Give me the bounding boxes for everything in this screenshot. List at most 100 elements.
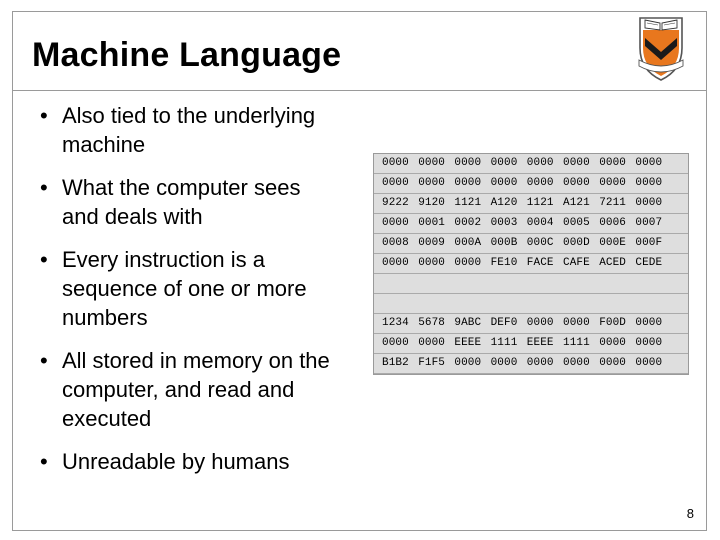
memory-word: 1121 [526,197,554,209]
memory-word: 0000 [418,257,445,269]
memory-word: 0000 [382,157,409,169]
memory-word: EEEE [526,337,554,349]
memory-word: 0000 [526,357,554,369]
memory-word: 0000 [526,177,554,189]
page-number: 8 [686,506,694,521]
memory-word: 000A [454,237,482,249]
slide-frame [12,11,707,531]
memory-word: 0000 [382,337,409,349]
memory-word: 0000 [418,337,445,349]
memory-word: 000C [526,237,554,249]
title-divider [12,90,707,91]
bullet-text: Every instruction is a sequence of one o… [62,247,307,330]
memory-word: 0000 [635,317,663,329]
memory-word: 0002 [454,217,482,229]
memory-word: 0006 [599,217,626,229]
memory-word: 0000 [454,257,482,269]
bullet-item: • Every instruction is a sequence of one… [40,245,340,332]
memory-row: 0000 0000 0000 0000 0000 0000 0000 0000 [374,154,688,174]
memory-word: 0000 [454,177,482,189]
memory-word: 0008 [382,237,409,249]
memory-word: 0000 [490,357,518,369]
memory-word: 0000 [599,177,626,189]
memory-row: 0000 0000 0000 0000 0000 0000 0000 0000 [374,174,688,194]
memory-word: 9222 [382,197,409,209]
memory-row: 1234 5678 9ABC DEF0 0000 0000 F00D 0000 [374,314,688,334]
memory-word: 0000 [563,157,590,169]
memory-row: 9222 9120 1121 A120 1121 A121 7211 0000 [374,194,688,214]
memory-row: B1B2 F1F5 0000 0000 0000 0000 0000 0000 [374,354,688,374]
memory-word: 0000 [418,157,445,169]
memory-word: 0000 [418,177,445,189]
memory-word: CAFE [563,257,590,269]
memory-word: 000B [490,237,518,249]
bullet-item: • What the computer sees and deals with [40,173,340,231]
memory-word: DEF0 [490,317,518,329]
bullet-marker: • [40,175,48,200]
memory-word: 0000 [599,357,626,369]
memory-word: 0000 [563,317,590,329]
memory-word: 0000 [490,177,518,189]
memory-word: 0003 [490,217,518,229]
memory-word: 0000 [635,177,663,189]
memory-word: 1111 [563,337,590,349]
memory-word: 0000 [382,217,409,229]
memory-word: FE10 [490,257,518,269]
memory-word: 0000 [599,157,626,169]
memory-word: 0000 [454,157,482,169]
memory-word: 000E [599,237,626,249]
memory-word: 0000 [635,157,663,169]
memory-word: 0000 [635,197,663,209]
memory-word: 0000 [563,177,590,189]
bullet-item: • Unreadable by humans [40,447,360,476]
memory-word: 0009 [418,237,445,249]
memory-word: 0000 [635,357,663,369]
memory-word: 000D [563,237,590,249]
bullet-text: Also tied to the underlying machine [62,103,316,157]
memory-word: 0000 [382,177,409,189]
memory-word: A121 [563,197,590,209]
memory-word: 0000 [563,357,590,369]
memory-word: 0000 [454,357,482,369]
memory-word: FACE [526,257,554,269]
memory-row: 0000 0000 EEEE 1111 EEEE 1111 0000 0000 [374,334,688,354]
bullet-marker: • [40,247,48,272]
memory-word: EEEE [454,337,482,349]
bullet-marker: • [40,103,48,128]
bullet-text: What the computer sees and deals with [62,175,301,229]
bullet-text: Unreadable by humans [62,449,290,474]
bullet-item: • All stored in memory on the computer, … [40,346,340,433]
memory-word: B1B2 [382,357,409,369]
bullet-text: All stored in memory on the computer, an… [62,348,330,431]
memory-word: 7211 [599,197,626,209]
memory-word: 9ABC [454,317,482,329]
memory-word: A120 [490,197,518,209]
princeton-shield-icon [638,17,684,81]
slide-title: Machine Language [32,36,342,74]
memory-row [374,294,688,314]
memory-word: 0000 [599,337,626,349]
memory-word: 9120 [418,197,445,209]
bullet-marker: • [40,348,48,373]
memory-word: 1111 [490,337,518,349]
memory-word: F00D [599,317,626,329]
memory-word: 0004 [526,217,554,229]
memory-row [374,274,688,294]
memory-word: 0007 [635,217,663,229]
memory-word: F1F5 [418,357,445,369]
memory-word: 0000 [526,157,554,169]
memory-row: 0008 0009 000A 000B 000C 000D 000E 000F [374,234,688,254]
memory-word: ACED [599,257,626,269]
bullet-marker: • [40,449,48,474]
memory-word: 5678 [418,317,445,329]
memory-word: 0000 [635,337,663,349]
bullet-item: • Also tied to the underlying machine [40,101,340,159]
memory-word: 0000 [526,317,554,329]
memory-word: 0000 [382,257,409,269]
memory-word: 0000 [490,157,518,169]
memory-word: 1234 [382,317,409,329]
memory-word: 000F [635,237,663,249]
memory-word: 1121 [454,197,482,209]
